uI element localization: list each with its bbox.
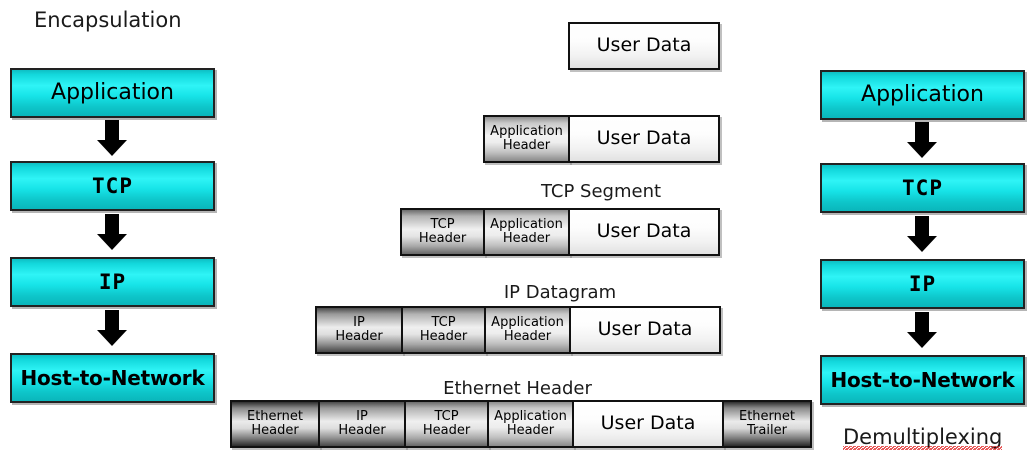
cell-label: User Data xyxy=(596,34,692,57)
right-layer-host-to-network[interactable]: Host-to-Network xyxy=(820,355,1025,405)
right-arrow-application-to-tcp xyxy=(902,122,942,162)
cell-user-data[interactable]: User Data xyxy=(568,208,720,256)
right-layer-application-label: Application xyxy=(861,82,984,107)
cell-user-data[interactable]: User Data xyxy=(572,400,724,448)
arrow-stem xyxy=(105,310,119,332)
right-layer-tcp[interactable]: TCP xyxy=(820,163,1025,213)
pdu-row-label-tcp-segment: TCP Segment xyxy=(540,181,662,202)
left-layer-application[interactable]: Application xyxy=(10,68,215,118)
left-layer-ip[interactable]: IP xyxy=(10,257,215,307)
arrow-stem xyxy=(105,120,119,142)
arrow-head-down-icon xyxy=(907,332,937,348)
pdu-row-user-data: User Data xyxy=(568,22,720,70)
arrow-stem xyxy=(105,214,119,236)
left-arrow-application-to-tcp xyxy=(92,120,132,160)
pdu-row-label-ip-datagram: IP Datagram xyxy=(503,282,617,303)
left-arrow-ip-to-host-to-network xyxy=(92,310,132,350)
right-layer-tcp-label: TCP xyxy=(902,175,943,200)
demultiplexing-title-text: Demultiplexing xyxy=(843,425,1003,449)
right-arrow-ip-to-host-to-network xyxy=(902,312,942,352)
right-layer-application[interactable]: Application xyxy=(820,70,1025,120)
arrow-head-down-icon xyxy=(97,234,127,250)
right-layer-host-to-network-label: Host-to-Network xyxy=(830,368,1015,392)
left-layer-tcp[interactable]: TCP xyxy=(10,161,215,211)
left-layer-ip-label: IP xyxy=(98,269,127,294)
left-layer-host-to-network[interactable]: Host-to-Network xyxy=(10,353,215,403)
arrow-stem xyxy=(915,312,929,334)
pdu-row-label-ethernet-header: Ethernet Header xyxy=(443,378,592,399)
cell-label: User Data xyxy=(596,127,692,150)
right-layer-ip[interactable]: IP xyxy=(820,259,1025,309)
left-layer-host-to-network-label: Host-to-Network xyxy=(20,366,205,390)
cell-label: User Data xyxy=(597,318,693,341)
right-arrow-tcp-to-ip xyxy=(902,216,942,256)
cell-user-data[interactable]: User Data xyxy=(568,22,720,70)
spellcheck-underline-icon xyxy=(843,446,1003,450)
arrow-stem xyxy=(915,122,929,144)
cell-user-data[interactable]: User Data xyxy=(568,115,720,163)
left-arrow-tcp-to-ip xyxy=(92,214,132,254)
cell-label: User Data xyxy=(596,220,692,243)
left-layer-application-label: Application xyxy=(51,80,174,105)
arrow-stem xyxy=(915,216,929,238)
demultiplexing-title: Demultiplexing xyxy=(843,425,1003,450)
arrow-head-down-icon xyxy=(97,140,127,156)
arrow-head-down-icon xyxy=(907,142,937,158)
encapsulation-title: Encapsulation xyxy=(34,8,182,32)
cell-user-data[interactable]: User Data xyxy=(569,306,721,354)
arrow-head-down-icon xyxy=(97,330,127,346)
cell-label: User Data xyxy=(600,412,696,435)
right-layer-ip-label: IP xyxy=(908,271,937,296)
arrow-head-down-icon xyxy=(907,236,937,252)
left-layer-tcp-label: TCP xyxy=(92,173,133,198)
